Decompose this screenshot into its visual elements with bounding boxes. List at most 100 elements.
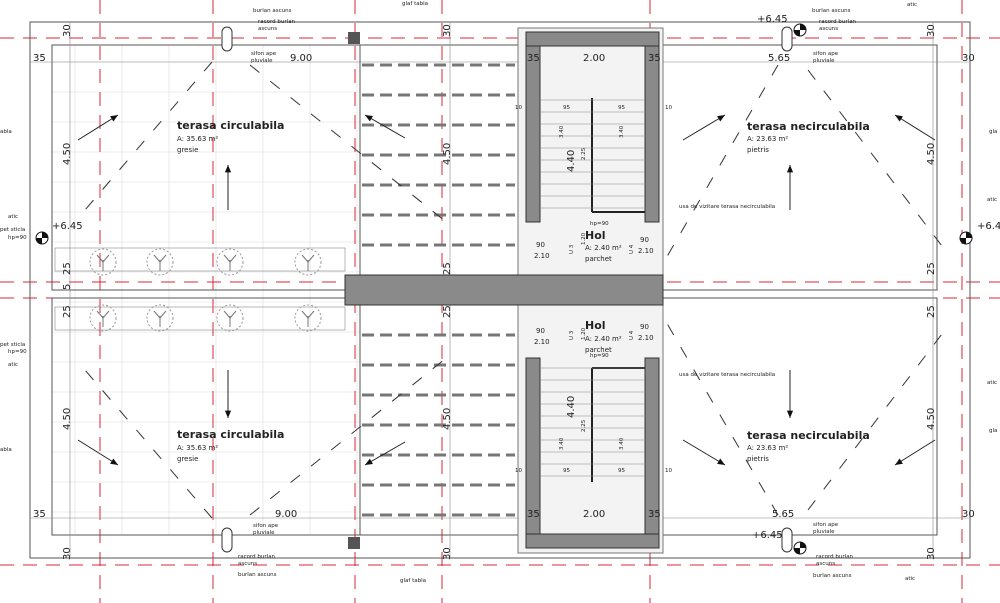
level-value: +6.45	[757, 14, 788, 25]
downpipe-icon	[781, 26, 793, 52]
dimension: 2.25	[581, 147, 587, 160]
downpipe-icon	[221, 527, 233, 553]
slope-arrow	[894, 114, 936, 141]
planters	[89, 248, 322, 332]
note: burlan ascuns	[253, 8, 292, 14]
door-tag: U 4	[629, 244, 635, 254]
tree-icon	[153, 254, 167, 271]
arrow-head-icon	[786, 410, 794, 418]
dimension: 35	[527, 53, 540, 64]
slope-arrow	[682, 114, 726, 141]
downpipe-icon	[781, 527, 793, 553]
arrow-head-icon	[895, 115, 903, 122]
note: glaf tabla	[400, 578, 426, 584]
stair-core	[344, 27, 664, 554]
dimension: 25	[442, 305, 453, 318]
dimension: 35	[527, 509, 540, 520]
tree-icon	[89, 304, 117, 332]
arrow-head-icon	[365, 458, 373, 465]
note: atic	[8, 214, 18, 220]
note: racord burlan	[258, 19, 296, 25]
dimension: 10	[515, 468, 522, 474]
dimension: 4.50	[926, 408, 937, 430]
dimension: 10	[665, 105, 672, 111]
arrow-head-icon	[895, 458, 903, 465]
dimension: 3.40	[619, 437, 625, 450]
dimension: 95	[618, 105, 625, 111]
door-tag: U 3	[569, 330, 575, 340]
room-finish: gresie	[177, 146, 198, 154]
tree-icon	[89, 248, 117, 276]
tree-icon	[301, 254, 315, 271]
tree-icon	[216, 304, 244, 332]
dimension: 9.00	[290, 53, 312, 64]
room-name: terasa necirculabila	[747, 429, 870, 442]
slope-arrow	[364, 441, 406, 466]
tree-icon	[96, 254, 110, 271]
dimension: 30	[962, 509, 975, 520]
dimension: 5	[62, 284, 73, 290]
note: abla	[0, 447, 12, 453]
level-value: +6.45	[52, 221, 83, 232]
slope-arrow	[364, 114, 406, 139]
room-area: A: 23.63 m²	[747, 444, 788, 452]
arrow-head-icon	[110, 115, 118, 122]
dimension: 30	[62, 24, 73, 37]
dimension: 30	[926, 547, 937, 560]
slope-arrow	[682, 439, 726, 466]
note: hp=90	[8, 349, 27, 355]
dimension: 30	[962, 53, 975, 64]
room-labels: terasa circulabila A: 35.63 m² gresie te…	[177, 119, 870, 463]
room-name: terasa necirculabila	[747, 120, 870, 133]
tree-icon	[216, 248, 244, 276]
note: burlan ascuns	[238, 572, 277, 578]
room-area: A: 23.63 m²	[747, 135, 788, 143]
room-area: A: 35.63 m²	[177, 135, 218, 143]
note: burlan ascuns	[812, 8, 851, 14]
dimension: 30	[442, 24, 453, 37]
dimension: 95	[618, 468, 625, 474]
note: racord burlan	[816, 554, 854, 560]
dimension: 5.65	[772, 509, 794, 520]
dimension: 9.00	[275, 509, 297, 520]
dimension: 2.25	[581, 419, 587, 432]
dimension: 25	[62, 305, 73, 318]
dimension: 10	[665, 468, 672, 474]
tree-icon	[294, 248, 322, 276]
dimension: 4.50	[442, 143, 453, 165]
note: sifon ape	[253, 523, 279, 529]
note: hp=90	[8, 235, 27, 241]
note: pet sticla	[0, 342, 25, 348]
room-area: A: 2.40 m²	[585, 335, 622, 343]
dimension: 4.40	[566, 396, 577, 418]
note: gla	[989, 428, 997, 434]
slope-ridges	[84, 61, 946, 519]
room-name: Hol	[585, 319, 606, 332]
dimension: 3.40	[559, 125, 565, 138]
room-finish: parchet	[585, 255, 612, 263]
room-area: A: 2.40 m²	[585, 244, 622, 252]
note: hp=90	[590, 221, 609, 227]
level-value: +6.45	[977, 221, 1000, 232]
tree-icon	[146, 248, 174, 276]
arrow-head-icon	[365, 115, 373, 122]
note: atic	[907, 2, 917, 8]
dimension: 10	[515, 105, 522, 111]
arrow-head-icon	[786, 165, 794, 173]
dimension: 1.20	[581, 327, 587, 340]
dimension: 25	[62, 262, 73, 275]
dimension: 35	[648, 53, 661, 64]
tree-icon	[96, 310, 110, 327]
note: sifon ape	[813, 522, 839, 528]
dimension: 3.40	[619, 125, 625, 138]
dimension: 3.40	[559, 437, 565, 450]
metal-deck-strips	[362, 63, 515, 517]
dimension: 90	[640, 323, 649, 331]
tree-icon	[146, 304, 174, 332]
room-finish: pietris	[747, 455, 769, 463]
dimension: 2.10	[638, 334, 654, 342]
note: gla	[989, 129, 997, 135]
slope-arrows	[77, 114, 936, 466]
note: ascuns	[238, 561, 257, 567]
